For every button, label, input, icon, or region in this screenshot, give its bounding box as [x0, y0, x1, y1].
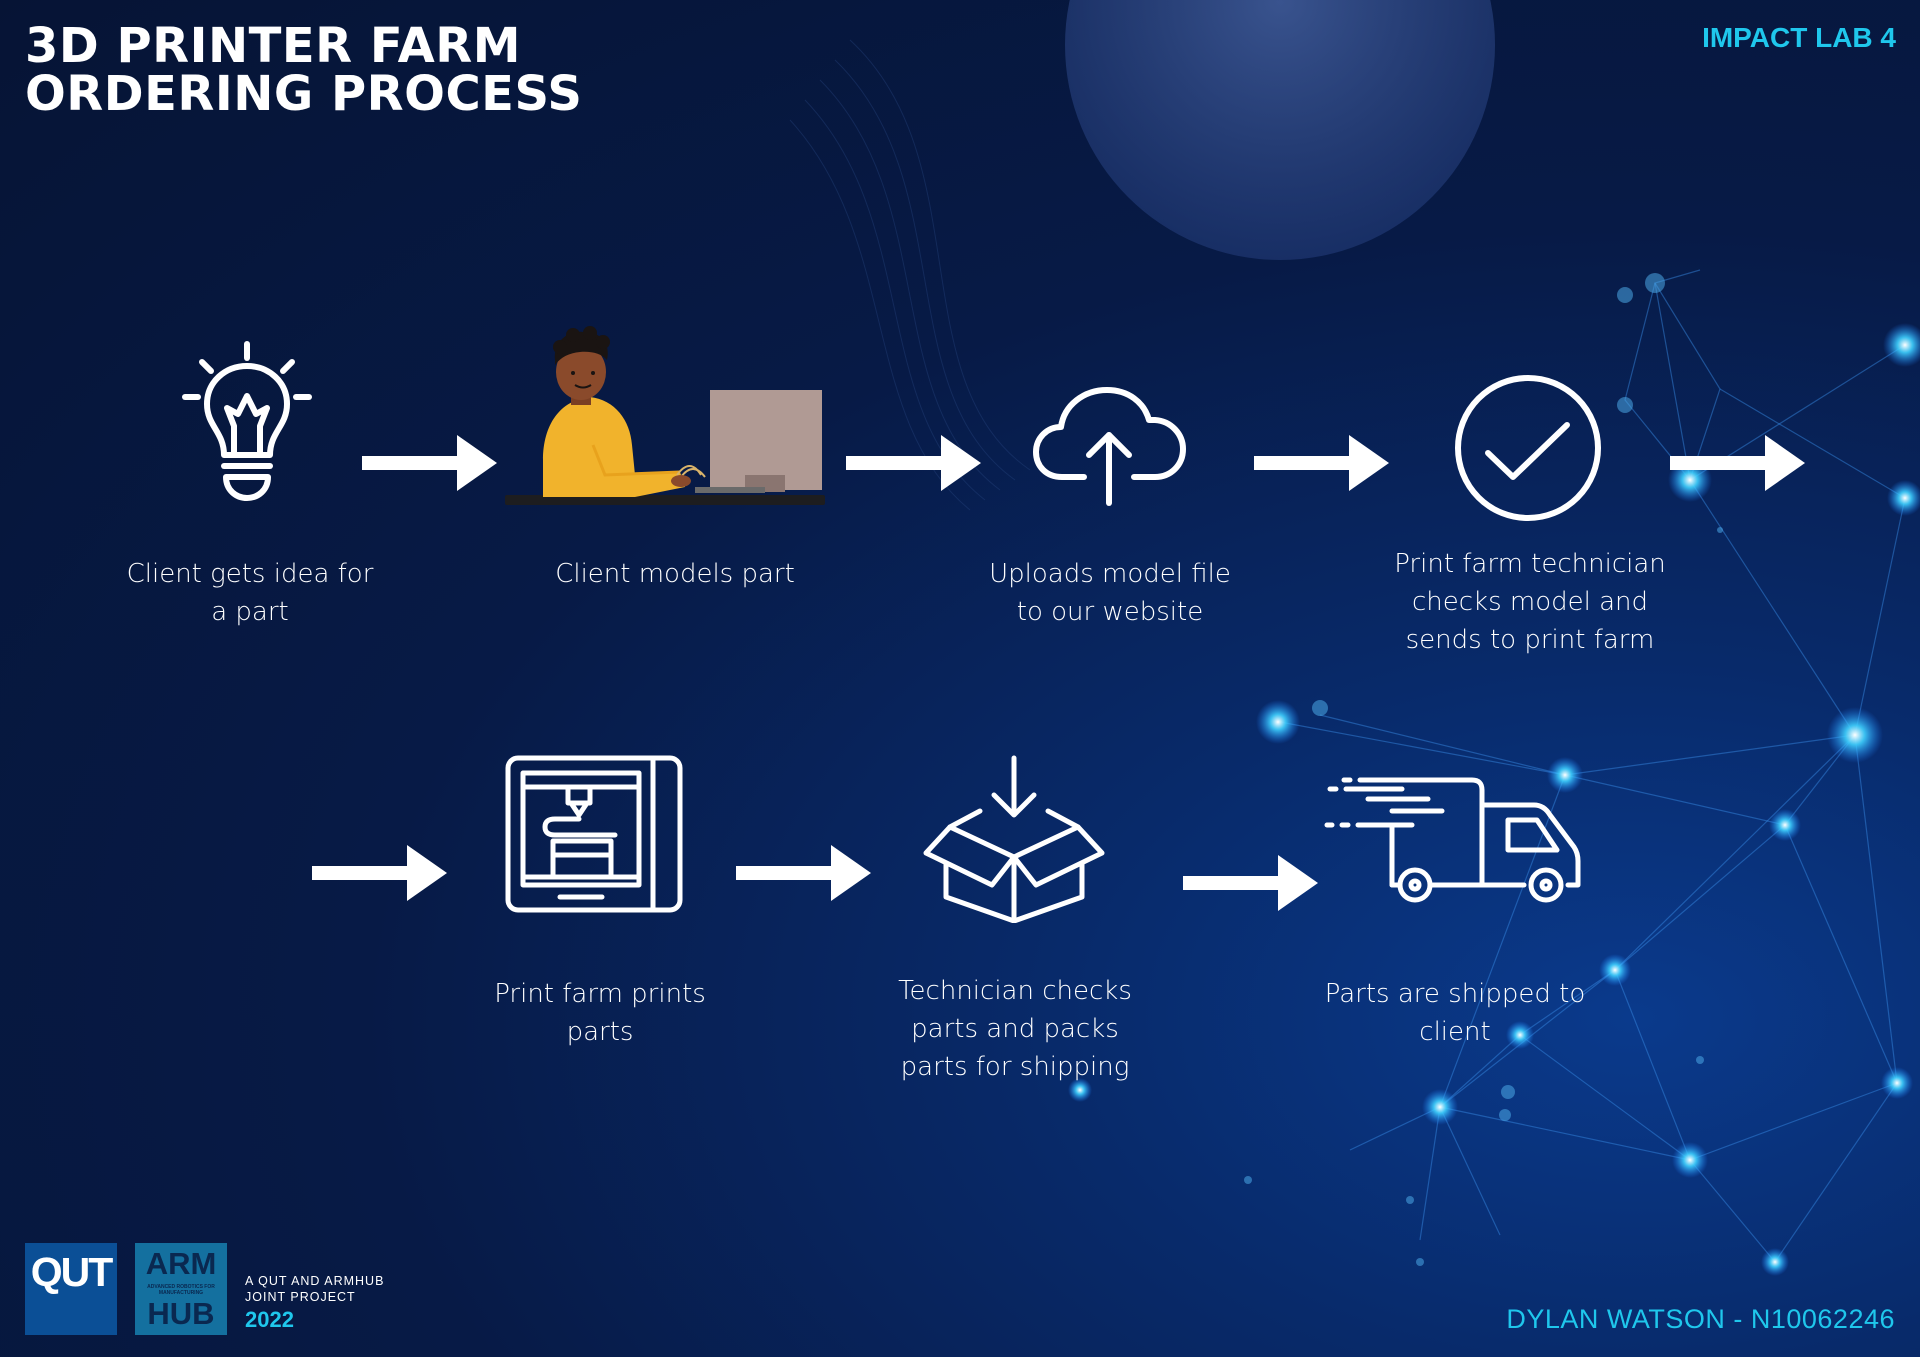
step-caption-text: Technician checks parts and packs parts …: [898, 976, 1132, 1082]
step-caption-text: Client gets idea for a part: [126, 559, 374, 627]
arrow-right-icon: [736, 845, 871, 901]
delivery-truck-icon: [1324, 777, 1581, 903]
step-caption-ship: Parts are shipped to client: [1310, 975, 1600, 1051]
arrow-right-icon: [1670, 435, 1805, 491]
arrow-right-icon: [846, 435, 981, 491]
step-caption-text: Uploads model file to our website: [989, 559, 1231, 627]
step-caption-text: Print farm prints parts: [494, 979, 706, 1047]
step-caption-print: Print farm prints parts: [455, 975, 745, 1051]
step-caption-model: Client models part: [520, 555, 830, 593]
background-planet: [1065, 0, 1495, 260]
qut-logo: QUT: [25, 1243, 117, 1335]
author-credit: DYLAN WATSON - N10062246: [1506, 1304, 1895, 1334]
page-title: 3D PRINTER FARM ORDERING PROCESS: [25, 18, 583, 122]
person-at-computer-icon: [505, 326, 825, 505]
step-caption-technician-check: Print farm technician checks model and s…: [1375, 545, 1685, 659]
step-caption-text: Client models part: [555, 559, 795, 589]
3d-printer-icon: [505, 755, 683, 913]
step-caption-idea: Client gets idea for a part: [105, 555, 395, 631]
armhub-logo-middle: ADVANCED ROBOTICS FOR MANUFACTURING: [147, 1284, 215, 1296]
joint-project-text: A QUT AND ARMHUB JOINT PROJECT: [245, 1273, 445, 1305]
armhub-logo: ARM ADVANCED ROBOTICS FOR MANUFACTURING …: [135, 1243, 227, 1335]
lab-label: IMPACT LAB 4: [1702, 22, 1896, 53]
project-year: 2022: [245, 1307, 294, 1332]
arrow-right-icon: [1183, 855, 1318, 911]
lightbulb-icon: [182, 341, 312, 501]
arrow-right-icon: [1254, 435, 1389, 491]
step-caption-upload: Uploads model file to our website: [960, 555, 1260, 631]
joint-project-label: A QUT AND ARMHUB JOINT PROJECT: [245, 1274, 385, 1304]
armhub-logo-bottom: HUB: [147, 1296, 215, 1331]
arrow-right-icon: [312, 845, 447, 901]
arrow-right-icon: [362, 435, 497, 491]
step-caption-text: Parts are shipped to client: [1324, 979, 1586, 1047]
checkmark-circle-icon: [1455, 375, 1601, 521]
step-caption-text: Print farm technician checks model and s…: [1394, 549, 1666, 655]
step-caption-pack: Technician checks parts and packs parts …: [865, 972, 1165, 1086]
cloud-upload-icon: [1033, 387, 1186, 506]
armhub-logo-top: ARM: [145, 1246, 217, 1281]
open-box-icon: [923, 755, 1105, 923]
